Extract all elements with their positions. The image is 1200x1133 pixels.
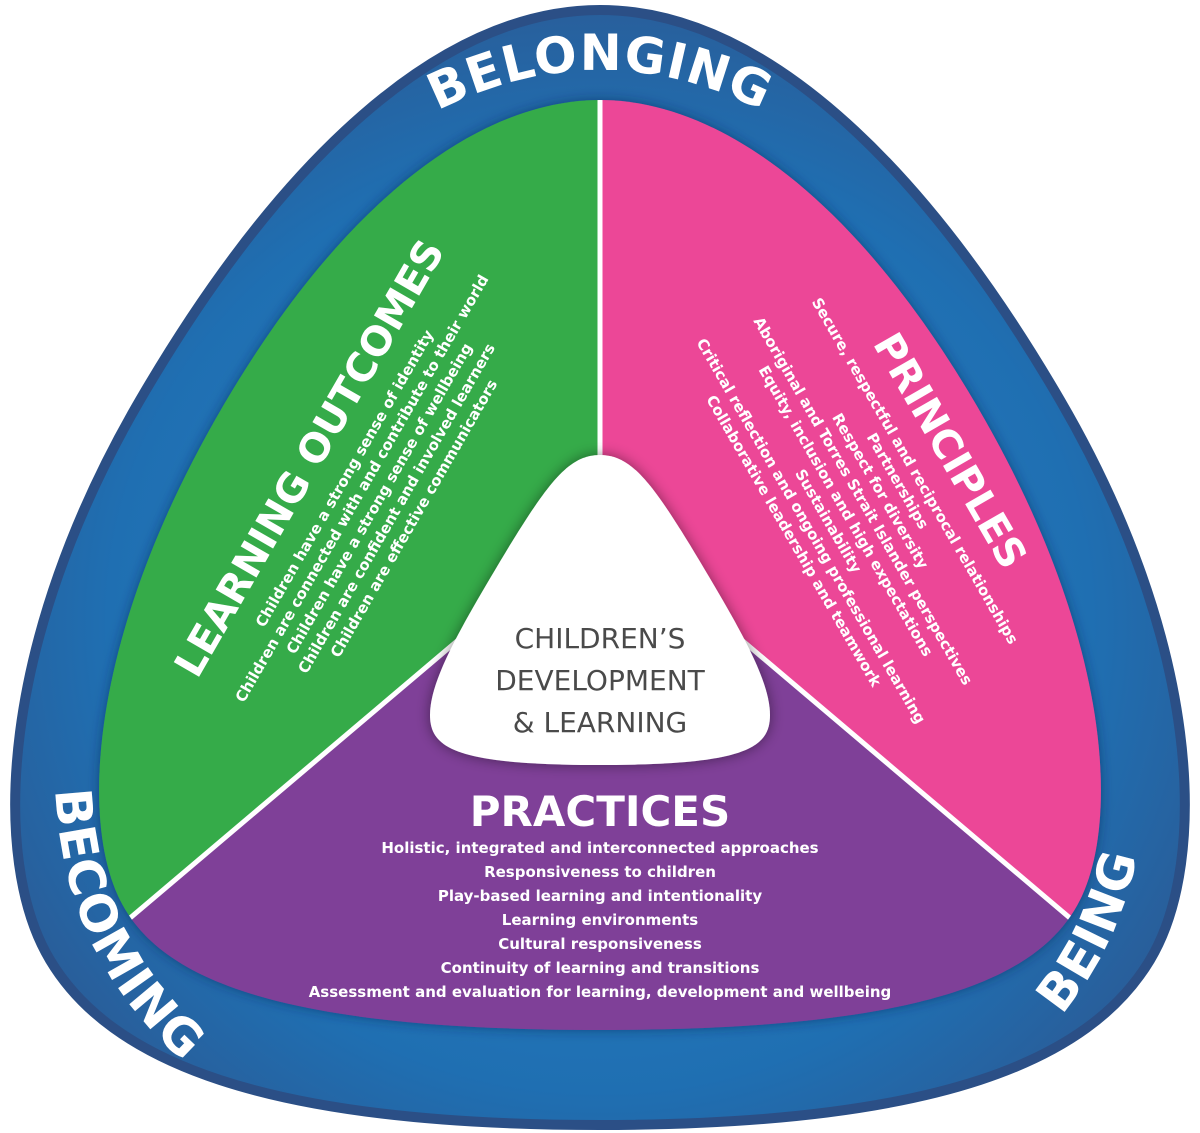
practices-block: PRACTICES Holistic, integrated and inter… <box>309 787 892 1001</box>
segment-practices <box>99 520 1101 1030</box>
practice-item: Responsiveness to children <box>484 863 716 881</box>
practice-item: Learning environments <box>502 911 699 929</box>
practices-title: PRACTICES <box>470 787 731 836</box>
practice-item: Holistic, integrated and interconnected … <box>381 839 818 857</box>
center-line-3: & LEARNING <box>513 706 687 739</box>
practice-item: Play-based learning and intentionality <box>438 887 762 905</box>
practice-item: Assessment and evaluation for learning, … <box>309 983 892 1001</box>
center-line-1: CHILDREN’S <box>515 622 686 655</box>
outer-ring-edge <box>10 4 1190 1131</box>
practice-item: Cultural responsiveness <box>498 935 702 953</box>
center-triangle <box>430 455 770 765</box>
center-line-2: DEVELOPMENT <box>495 664 705 697</box>
practice-item: Continuity of learning and transitions <box>441 959 760 977</box>
